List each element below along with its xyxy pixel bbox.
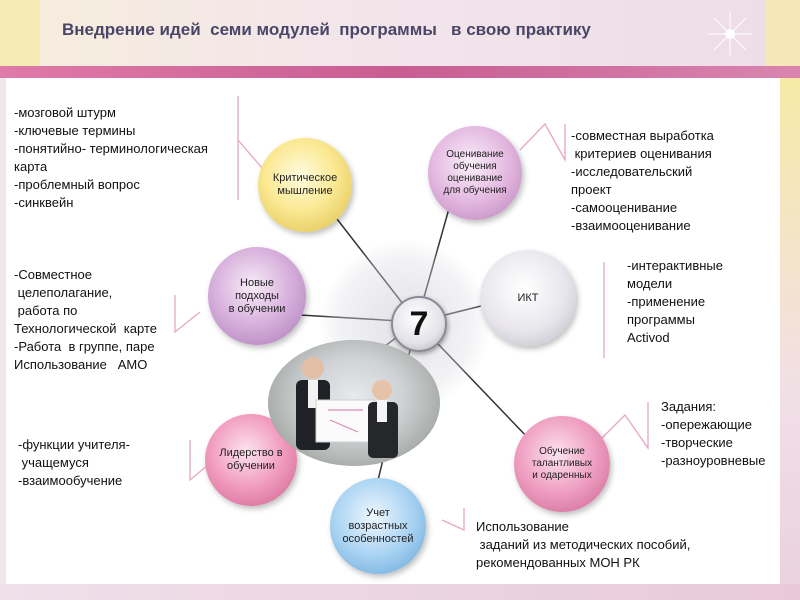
module-critical-thinking: Критическое мышление xyxy=(258,138,352,232)
module-label: Новые подходы в обучении xyxy=(228,276,286,315)
module-ict: ИКТ xyxy=(480,250,576,346)
center-number-badge: 7 xyxy=(391,296,447,352)
note-assessment: -совместная выработка критериев оцениван… xyxy=(571,128,714,233)
bracket-new xyxy=(174,295,201,334)
note-ict: -интерактивные модели -применение програ… xyxy=(627,258,723,345)
module-label: Оценивание обучения оценивание для обуче… xyxy=(443,149,507,196)
students-photo xyxy=(268,340,440,466)
bracket-talented xyxy=(599,402,649,451)
module-assessment: Оценивание обучения оценивание для обуче… xyxy=(428,126,522,220)
module-label: Лидерство в обучении xyxy=(219,447,283,472)
module-label: Обучение талантливых и одаренных xyxy=(531,446,593,481)
bracket-critical-link xyxy=(237,139,263,169)
right-border xyxy=(780,78,800,600)
module-new-approaches: Новые подходы в обучении xyxy=(208,247,306,345)
header-yellow-block-right xyxy=(765,0,800,66)
bottom-border xyxy=(0,584,800,600)
accent-band xyxy=(0,66,800,78)
slide-title: Внедрение идей семи модулей программы в … xyxy=(62,20,591,39)
left-border xyxy=(0,78,6,600)
module-talented-students: Обучение талантливых и одаренных xyxy=(514,416,610,512)
bracket-age xyxy=(441,508,465,532)
header-yellow-block-left xyxy=(0,0,40,66)
note-critical-thinking: -мозговой штурм -ключевые термины -понят… xyxy=(14,105,208,210)
module-label: Учет возрастных особенностей xyxy=(342,506,414,545)
students-photo-image xyxy=(268,340,440,466)
module-age-features: Учет возрастных особенностей xyxy=(330,478,426,574)
note-leadership: -функции учителя- учащемуся -взаимообуче… xyxy=(18,437,130,488)
note-talented-students: Задания: -опережающие -творческие -разно… xyxy=(661,399,766,468)
module-label: ИКТ xyxy=(517,291,539,304)
sparkle-icon xyxy=(708,12,752,56)
bracket-assessment xyxy=(519,122,566,163)
note-new-approaches: -Совместное целеполагание, работа по Тех… xyxy=(14,267,157,372)
module-label: Критическое мышление xyxy=(272,172,338,197)
note-age-features: Использование заданий из методических по… xyxy=(476,519,691,570)
header-background xyxy=(0,0,800,66)
